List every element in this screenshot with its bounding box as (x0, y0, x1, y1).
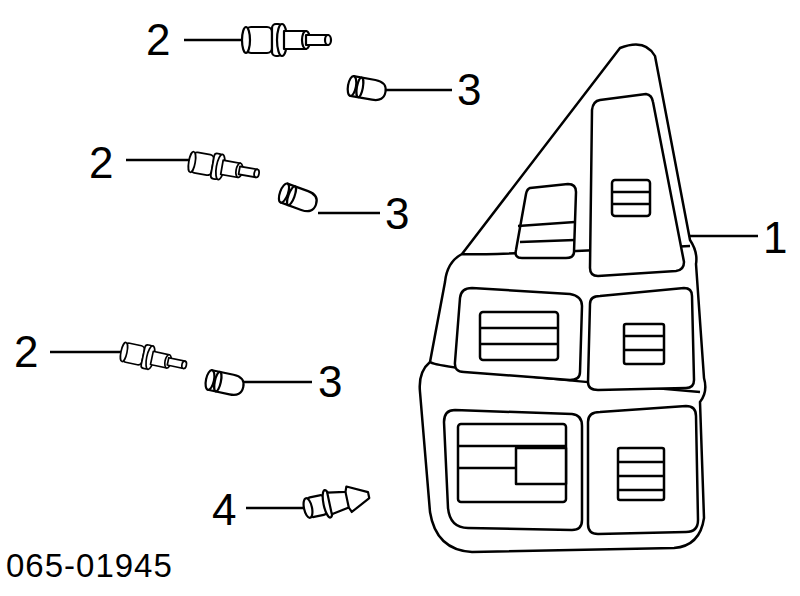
bulb-socket (187, 149, 262, 187)
callout-number: 1 (763, 216, 787, 260)
bulb-socket (242, 24, 331, 56)
callout-number: 3 (318, 360, 342, 404)
callout-number: 2 (14, 330, 38, 374)
callout-number: 3 (385, 192, 409, 236)
clip (301, 481, 371, 522)
callout-number: 4 (212, 488, 236, 532)
callout-number: 2 (89, 141, 113, 185)
callout-number: 2 (146, 18, 170, 62)
bulb (346, 75, 387, 101)
callout-number: 3 (457, 68, 481, 112)
bulb (277, 182, 320, 214)
diagram-code: 065-01945 (6, 549, 173, 582)
bulb (204, 369, 245, 396)
tail-lamp (420, 44, 706, 552)
bulb-socket (119, 340, 189, 377)
